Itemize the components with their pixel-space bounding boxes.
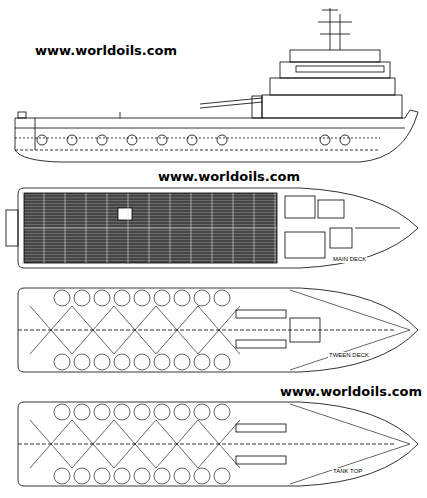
watermark: www.worldoils.com bbox=[156, 170, 302, 184]
main-deck-plan bbox=[6, 188, 418, 268]
deck-label: TANK TOP bbox=[332, 468, 363, 475]
tank-top-plan bbox=[18, 402, 418, 486]
watermark: www.worldoils.com bbox=[33, 44, 179, 58]
watermark: www.worldoils.com bbox=[278, 385, 424, 399]
profile-view bbox=[15, 8, 418, 162]
fender-row bbox=[37, 135, 350, 145]
tween-deck-plan bbox=[18, 288, 418, 372]
deck-label: TWEEN DECK bbox=[328, 352, 370, 359]
deck-label: MAIN DECK bbox=[332, 256, 367, 263]
